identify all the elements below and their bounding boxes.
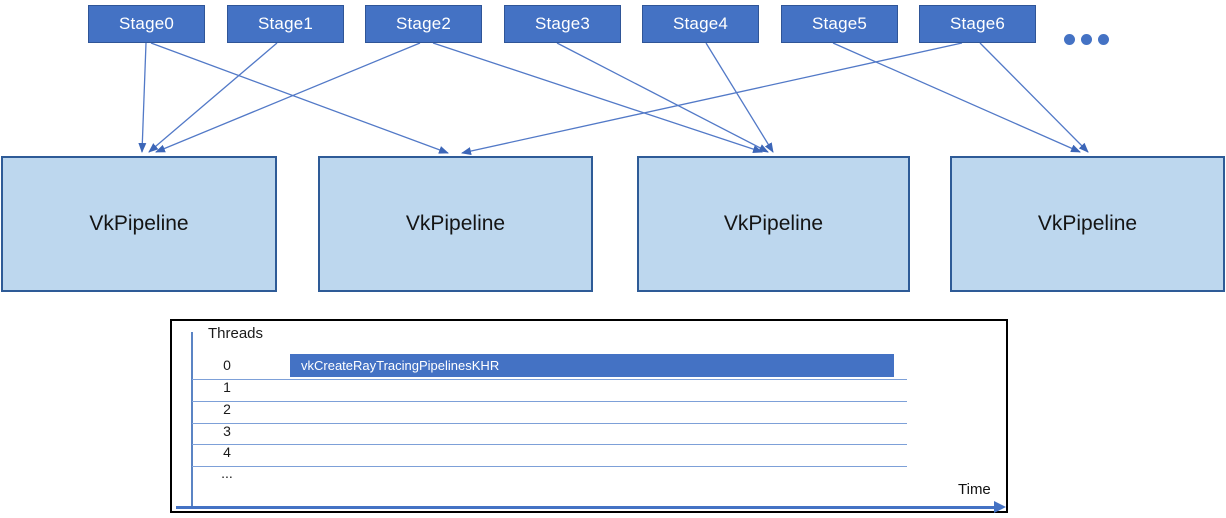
- connector-stage4-pipeline3: [705, 42, 774, 153]
- thread-row-label-0: 0: [223, 357, 231, 373]
- connector-stage6-pipeline4: [979, 42, 1089, 153]
- stage-box-stage4: Stage4: [642, 5, 759, 43]
- stage-box-stage6: Stage6: [919, 5, 1036, 43]
- more-stages-ellipsis: [1064, 34, 1109, 45]
- thread-row-separator: [192, 466, 907, 467]
- stage-box-stage2: Stage2: [365, 5, 482, 43]
- thread-row-separator: [192, 401, 907, 402]
- stage-label: Stage1: [257, 14, 314, 33]
- stage-box-stage3: Stage3: [504, 5, 621, 43]
- pipeline-box-1: VkPipeline: [1, 156, 277, 292]
- ellipsis-dot: [1098, 34, 1109, 45]
- stage-box-stage0: Stage0: [88, 5, 205, 43]
- time-axis-title: Time: [958, 481, 991, 498]
- ellipsis-dot: [1064, 34, 1075, 45]
- timeline-task-bar-label: vkCreateRayTracingPipelinesKHR: [301, 358, 500, 373]
- stage-box-stage5: Stage5: [781, 5, 898, 43]
- thread-row-label-more: ...: [221, 465, 233, 481]
- stage-label: Stage6: [949, 14, 1006, 33]
- timeline-task-bar: vkCreateRayTracingPipelinesKHR: [290, 354, 894, 377]
- stage-label: Stage4: [672, 14, 729, 33]
- thread-row-separator: [192, 444, 907, 445]
- pipeline-label: VkPipeline: [1037, 212, 1138, 235]
- thread-timeline-panel: Threads 0 1 2 3 4 ... vkCreateRayTracing…: [170, 319, 1008, 513]
- thread-row-label-4: 4: [223, 444, 231, 460]
- threads-axis-line: [191, 332, 193, 507]
- pipeline-box-4: VkPipeline: [950, 156, 1225, 292]
- stage-box-stage1: Stage1: [227, 5, 344, 43]
- pipeline-label: VkPipeline: [723, 212, 824, 235]
- thread-row-label-3: 3: [223, 423, 231, 439]
- stage-label: Stage3: [534, 14, 591, 33]
- connector-stage5-pipeline4: [832, 42, 1081, 153]
- threads-axis-title: Threads: [208, 325, 264, 342]
- connector-stage0-pipeline1: [138, 42, 147, 153]
- stage-label: Stage0: [118, 14, 175, 33]
- time-axis-arrowhead: [994, 501, 1006, 513]
- pipeline-box-3: VkPipeline: [637, 156, 910, 292]
- connector-stage6-pipeline2: [461, 42, 963, 155]
- pipeline-label: VkPipeline: [405, 212, 506, 235]
- connector-stage0-pipeline2: [150, 42, 449, 154]
- connector-stage2-pipeline3: [432, 42, 763, 153]
- pipeline-box-2: VkPipeline: [318, 156, 593, 292]
- thread-row-separator: [192, 379, 907, 380]
- pipeline-label: VkPipeline: [89, 212, 189, 235]
- connector-stage3-pipeline3: [556, 42, 769, 153]
- thread-row-separator: [192, 423, 907, 424]
- thread-row-label-1: 1: [223, 379, 231, 395]
- thread-row-label-2: 2: [223, 401, 231, 417]
- connector-stage1-pipeline1: [148, 42, 278, 153]
- stage-label: Stage5: [811, 14, 868, 33]
- ellipsis-dot: [1081, 34, 1092, 45]
- connector-stage2-pipeline1: [155, 42, 421, 153]
- time-axis-line: [176, 506, 996, 509]
- stage-label: Stage2: [395, 14, 452, 33]
